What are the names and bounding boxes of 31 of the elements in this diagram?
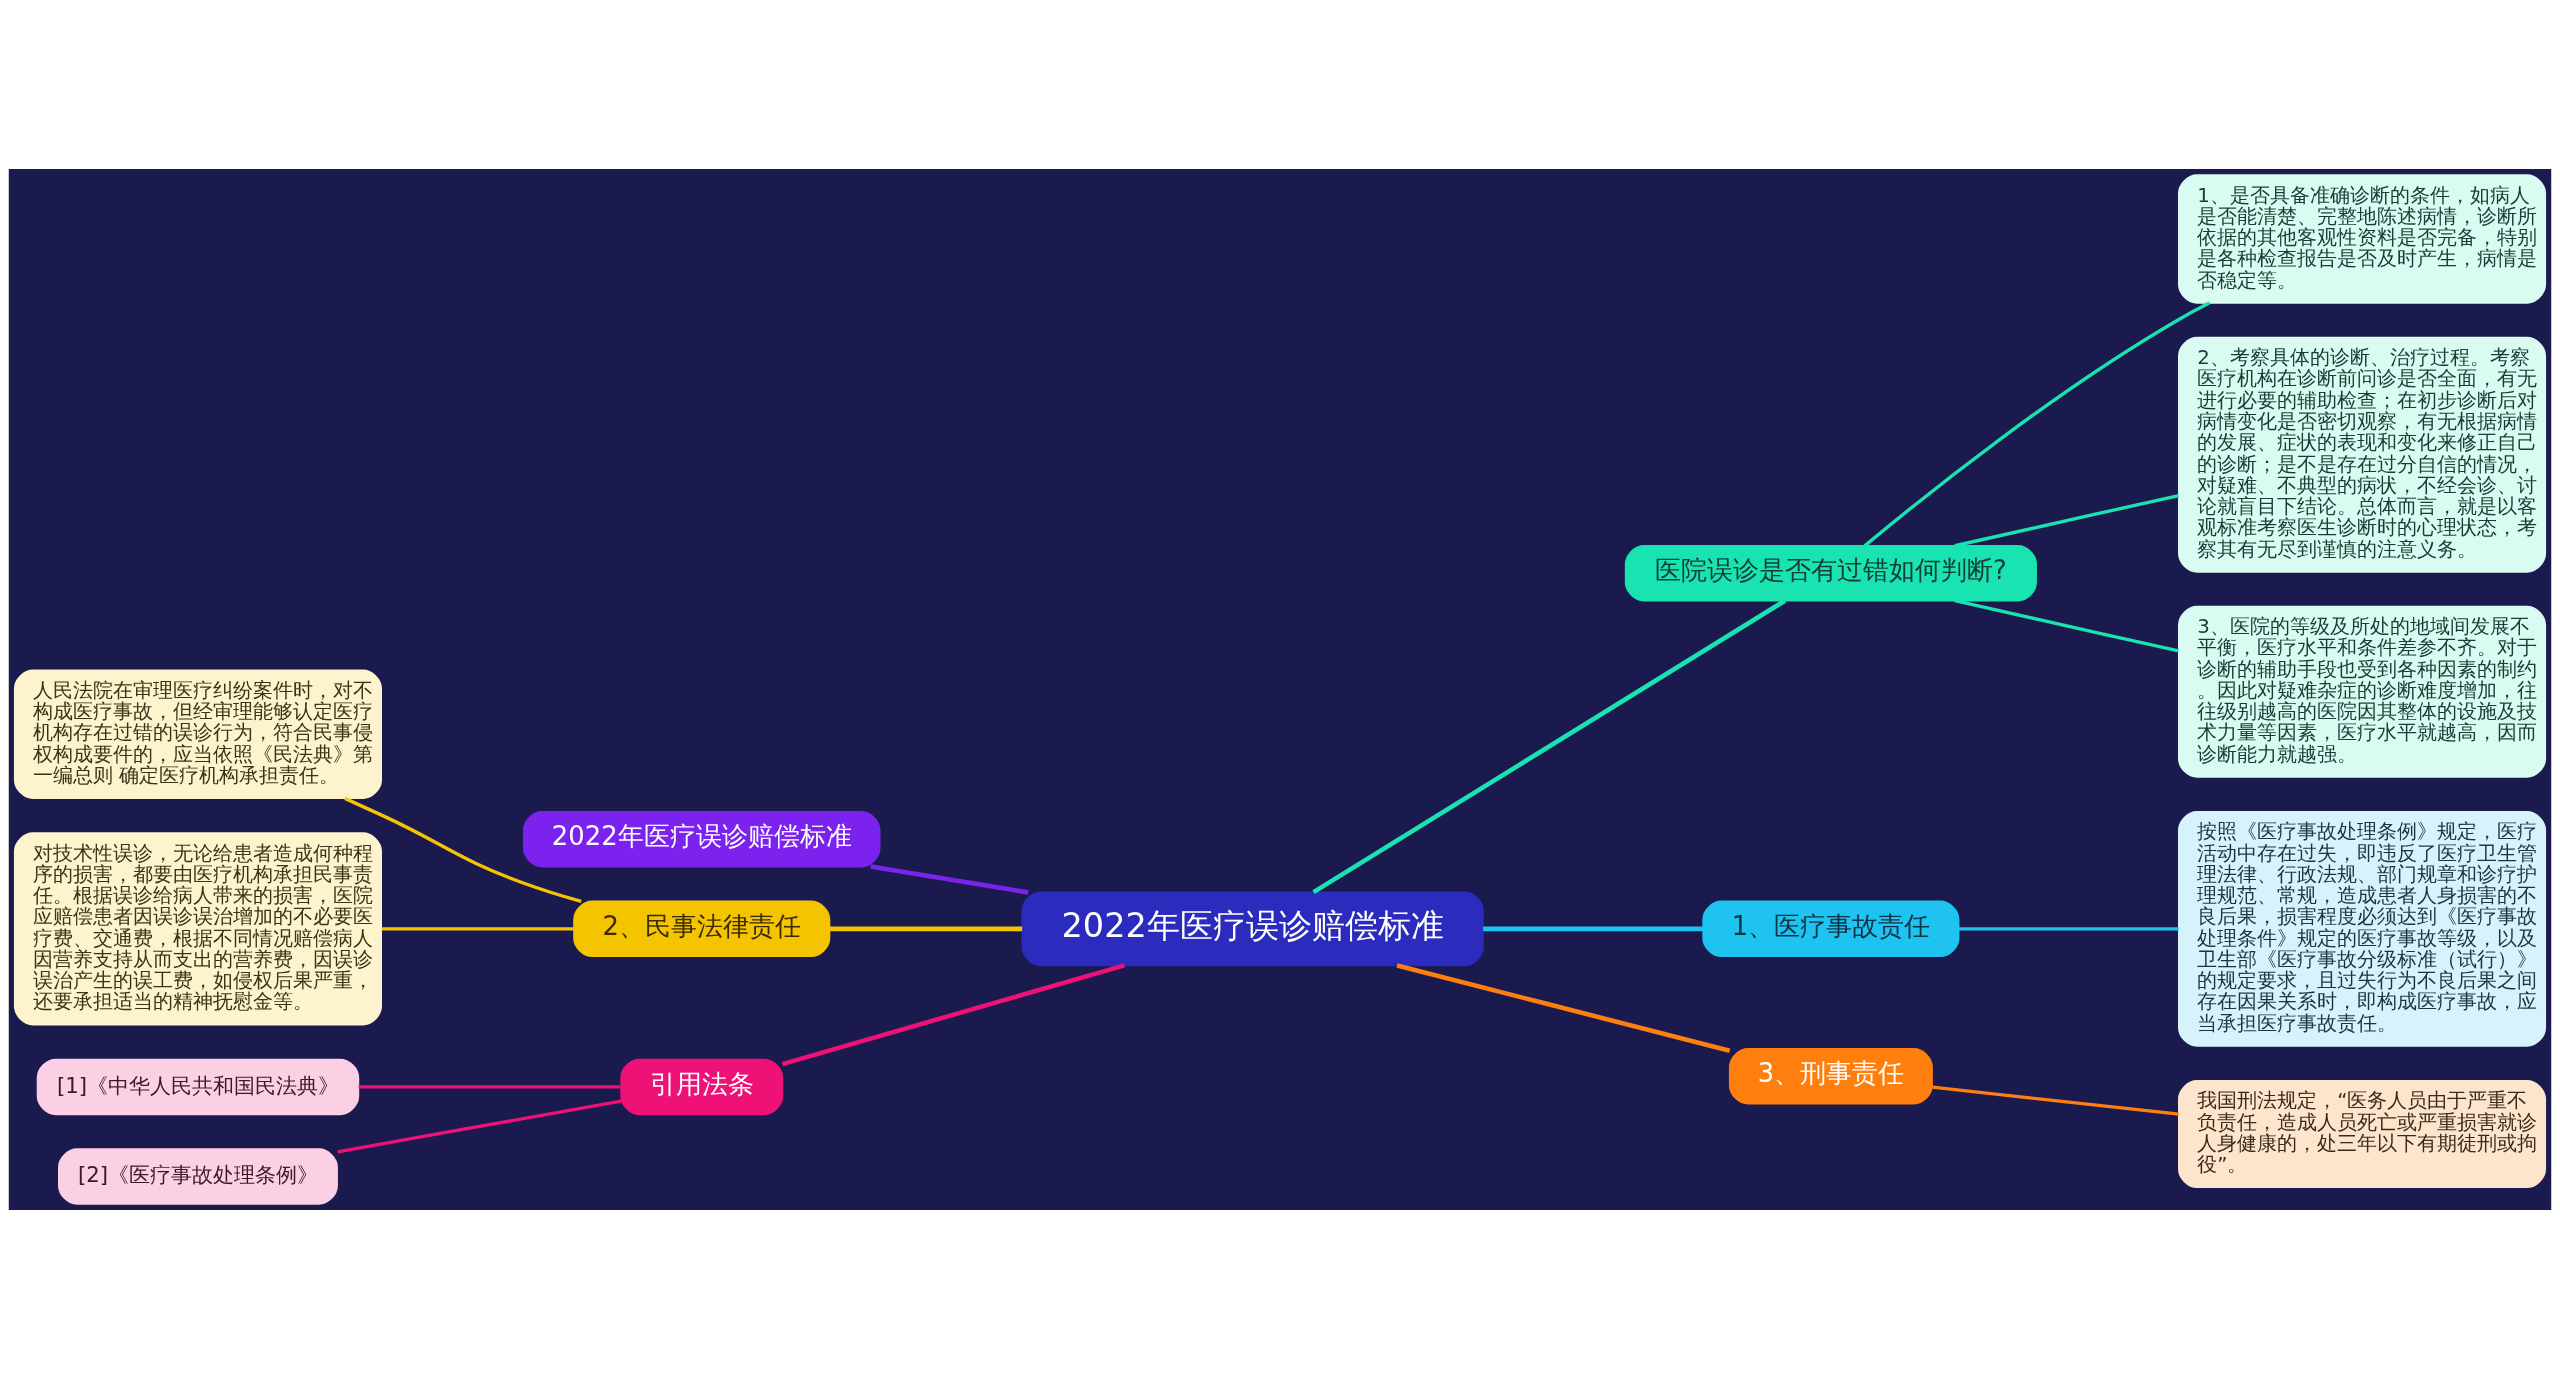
- connector: [381, 926, 574, 930]
- node-box: [2]《医疗事故处理条例》: [58, 1147, 338, 1205]
- node-box: 对技术性误诊，无论给患者造成何种程序的损害，都要由医疗机构承担民事责任。根据误诊给病人带来的损害，医院应赔偿患者因误诊误治增加的不必要医疗费、交通费，根据不同情况赔偿病人因营养支持从而支出的营养费，因误诊误治产生的误工费，如侵权后果严重，还要承担适当的精神抚慰金等。: [13, 831, 382, 1025]
- connector: [1312, 598, 1787, 894]
- connector: [1863, 300, 2211, 547]
- node-box: [1]《中华人民共和国民法典》: [36, 1058, 360, 1115]
- node-box: 我国刑法规定，“医务人员由于严重不负责任，造成人员死亡或严重损害就诊人身健康的，处三年以下有期徒刑或拘役”。: [2178, 1079, 2547, 1188]
- node-box: 人民法院在审理医疗纠纷案件时，对不构成医疗事故，但经审理能够认定医疗机构存在过错的误诊行为，符合民事侵权构成要件的，应当依照《民法典》第一编总则 确定医疗机构承担责任。: [13, 669, 382, 799]
- connector: [1396, 962, 1731, 1053]
- connector: [337, 1098, 622, 1153]
- node-box: 3、医院的等级及所处的地域间发展不平衡，医疗水平和条件差参不齐。对于诊断的辅助手段也受到各种因素的制约。因此对疑难杂症的诊断难度增加，往往级别越高的医院因其整体的设施及技术力量等因素，医疗水平就越高，因而诊断能力就越强。: [2178, 605, 2547, 778]
- node-box: 2、民事法律责任: [573, 900, 831, 957]
- node-box: 3、刑事责任: [1728, 1047, 1933, 1105]
- node-box: 引用法条: [620, 1058, 784, 1115]
- node-box: 2022年医疗误诊赔偿标准: [523, 810, 881, 867]
- connector: [829, 926, 1023, 931]
- node-box: 2、考察具体的诊断、治疗过程。考察医疗机构在诊断前问诊是否全面，有无进行必要的辅助检查；在初步诊断后对病情变化是否密切观察，有无根据病情的发展、症状的表现和变化来修正自己的诊断；是不是存在过分自信的情况，对疑难、不典型的病状，不经会诊、讨论就盲目下结论。总体而言，就是以客观标准考察医生诊断时的心理状态，考察其有无尽到谨慎的注意义务。: [2178, 336, 2547, 573]
- connector: [870, 863, 1029, 895]
- connector: [1954, 598, 2179, 653]
- connector: [781, 962, 1126, 1066]
- connector: [1483, 926, 1703, 931]
- node-box: 1、医疗事故责任: [1702, 900, 1960, 957]
- node-box: 按照《医疗事故处理条例》规定，医疗活动中存在过失，即违反了医疗卫生管理法律、行政法规、部门规章和诊疗护理规范、常规，造成患者人身损害的不良后果，损害程度必须达到《医疗事故处理条件》规定的医疗事故等级，以及卫生部《医疗事故分级标准（试行）》的规定要求，且过失行为不良后果之间存在因果关系时，即构成医疗事故，应当承担医疗事故责任。: [2178, 810, 2547, 1047]
- connector: [1954, 493, 2179, 547]
- connector: [358, 1084, 621, 1089]
- node-box: 1、是否具备准确诊断的条件，如病人是否能清楚、完整地陈述病情，诊断所依据的其他客观性资料是否完备，特别是各种检查报告是否及时产生，病情是否稳定等。: [2178, 173, 2547, 304]
- node-box: 2022年医疗误诊赔偿标准: [1021, 890, 1484, 966]
- node-box: 医院误诊是否有过错如何判断?: [1624, 544, 2037, 601]
- connector: [1958, 926, 2179, 930]
- connector: [344, 796, 582, 903]
- connector: [1932, 1085, 2179, 1116]
